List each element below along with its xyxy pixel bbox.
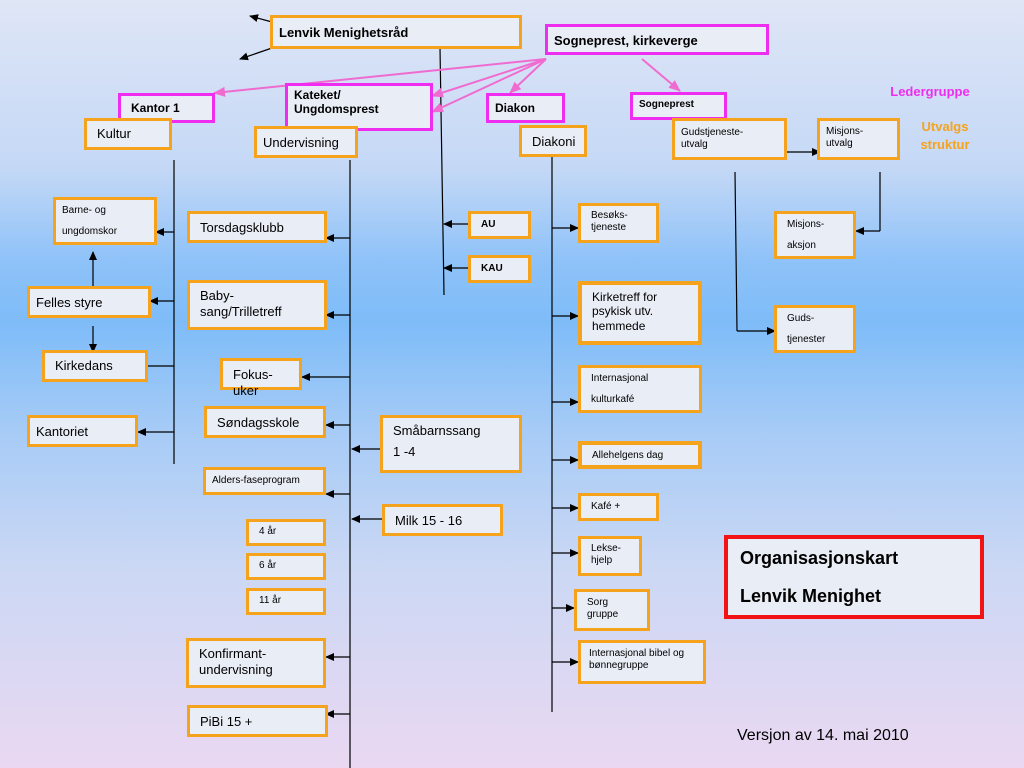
node-lekse-hjelp: Lekse- hjelp	[578, 536, 642, 576]
node-kantoriet: Kantoriet	[27, 415, 138, 447]
node-4-ar: 4 år	[246, 519, 326, 546]
node-alders-faseprogram: Alders-faseprogram	[203, 467, 326, 495]
node-diakon: Diakon	[486, 93, 565, 123]
node-undervisning: Undervisning	[254, 126, 358, 158]
node-milk: Milk 15 - 16	[382, 504, 503, 536]
node-internasjonal-kulturkafe: Internasjonal kulturkafé	[578, 365, 702, 413]
node-smabarnssang: Småbarnssang 1 -4	[380, 415, 522, 473]
node-kirketreff: Kirketreff for psykisk utv. hemmede	[578, 281, 702, 345]
pink-arrow-diakon	[509, 58, 547, 94]
pink-arrow-kantor	[213, 58, 547, 97]
node-pibi: PiBi 15 +	[187, 705, 328, 737]
node-kirkedans: Kirkedans	[42, 350, 148, 382]
chart-title-line2: Lenvik Menighet	[740, 586, 882, 606]
gud-vertical	[734, 171, 738, 332]
node-sogneprest-kirkeverge: Sogneprest, kirkeverge	[545, 24, 769, 55]
node-sogneprest: Sogneprest	[630, 92, 727, 120]
node-kafe: Kafé +	[578, 493, 659, 521]
node-sondagsskole: Søndagsskole	[204, 406, 326, 438]
legend-ledergruppe: Ledergruppe	[890, 84, 970, 99]
node-11-ar: 11 år	[246, 588, 326, 615]
node-gudstjenester: Guds- tjenester	[774, 305, 856, 353]
node-gudstjeneste-utvalg: Gudstjeneste- utvalg	[672, 118, 787, 160]
node-misjons-aksjon: Misjons- aksjon	[774, 211, 856, 259]
node-kateket: Kateket/ Ungdomsprest	[285, 83, 433, 131]
chart-title-box: Organisasjonskart Lenvik Menighet	[724, 535, 984, 619]
node-konfirmant: Konfirmant- undervisning	[186, 638, 326, 688]
node-misjons-utvalg: Misjons- utvalg	[817, 118, 900, 160]
node-bibel-bonnegruppe: Internasjonal bibel og bønnegruppe	[578, 640, 706, 684]
legend-utvalgsstruktur: Utvalgs struktur	[920, 119, 970, 152]
arrow-top-left-1	[249, 14, 273, 23]
node-6-ar: 6 år	[246, 553, 326, 580]
chart-title-line1: Organisasjonskart	[740, 548, 899, 568]
mr-vertical	[439, 47, 445, 296]
node-sorg-gruppe: Sorg gruppe	[574, 589, 650, 631]
node-torsdagsklubb: Torsdagsklubb	[187, 211, 327, 243]
arrow-top-left-2	[239, 47, 273, 61]
node-babysang: Baby- sang/Trilletreff	[187, 280, 327, 330]
node-fokus-uker: Fokus-uker	[220, 358, 302, 398]
node-barne-ungdomskor: Barne- og ungdomskor	[53, 197, 157, 245]
node-diakoni: Diakoni	[519, 125, 587, 157]
version-text: Versjon av 14. mai 2010	[737, 727, 909, 744]
pink-arrow-kateket2	[431, 58, 547, 113]
pink-arrow-sogneprest	[641, 58, 681, 92]
node-lenvik-menighetsrad: Lenvik Menighetsråd	[270, 15, 522, 49]
pink-arrow-kateket	[431, 58, 547, 98]
node-kultur: Kultur	[84, 118, 172, 150]
node-au: AU	[468, 211, 531, 239]
node-besoks-tjeneste: Besøks- tjeneste	[578, 203, 659, 243]
node-felles-styre: Felles styre	[27, 286, 151, 318]
node-kau: KAU	[468, 255, 531, 283]
node-allehelgens-dag: Allehelgens dag	[578, 441, 702, 469]
